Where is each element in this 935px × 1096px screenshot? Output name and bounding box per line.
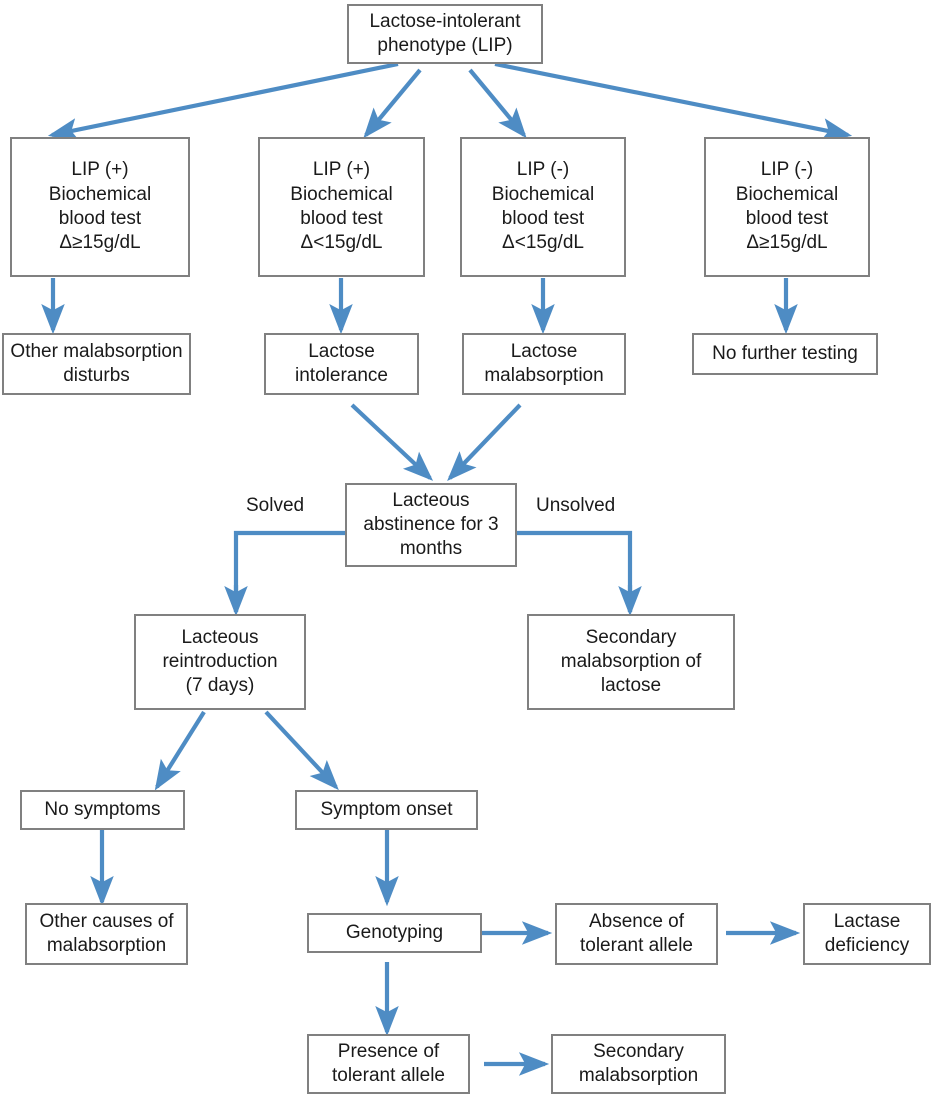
node-other-malabsorption-disturbs[interactable]: Other malabsorption disturbs	[2, 333, 191, 395]
node-lactose-malabsorption-label: Lactose malabsorption	[484, 340, 604, 386]
node-absence-of-tolerant-allele-label: Absence of tolerant allele	[579, 910, 694, 956]
node-no-further-testing[interactable]: No further testing	[692, 333, 878, 375]
node-lip-positive-high-label: LIP (+) Biochemical blood test Δ≥15g/dL	[48, 159, 152, 254]
node-no-symptoms-label: No symptoms	[44, 798, 161, 820]
node-absence-of-tolerant-allele[interactable]: Absence of tolerant allele	[555, 903, 718, 965]
node-root[interactable]: Lactose-intolerant phenotype (LIP)	[347, 4, 543, 64]
node-lacteous-reintroduction-label: Lacteous reintroduction (7 days)	[162, 626, 278, 697]
node-lactose-malabsorption[interactable]: Lactose malabsorption	[462, 333, 626, 395]
node-root-label: Lactose-intolerant phenotype (LIP)	[369, 10, 521, 56]
node-lip-negative-low[interactable]: LIP (-) Biochemical blood test Δ<15g/dL	[460, 137, 626, 277]
node-genotyping-label: Genotyping	[345, 921, 444, 943]
node-lip-negative-high-label: LIP (-) Biochemical blood test Δ≥15g/dL	[735, 159, 839, 254]
node-lactose-intolerance-label: Lactose intolerance	[295, 340, 388, 386]
node-lactose-intolerance[interactable]: Lactose intolerance	[264, 333, 419, 395]
node-secondary-malabsorption-of-lactose[interactable]: Secondary malabsorption of lactose	[527, 614, 735, 710]
node-lactase-deficiency[interactable]: Lactase deficiency	[803, 903, 931, 965]
node-secondary-malabsorption-label: Secondary malabsorption	[578, 1040, 699, 1086]
node-lactase-deficiency-label: Lactase deficiency	[824, 910, 910, 956]
node-lacteous-abstinence[interactable]: Lacteous abstinence for 3 months	[345, 483, 517, 567]
node-secondary-malabsorption[interactable]: Secondary malabsorption	[551, 1034, 726, 1094]
node-lacteous-abstinence-label: Lacteous abstinence for 3 months	[363, 489, 499, 560]
node-no-further-testing-label: No further testing	[712, 342, 858, 364]
edge-label-solved: Solved	[246, 495, 305, 516]
node-lip-positive-low-label: LIP (+) Biochemical blood test Δ<15g/dL	[290, 159, 393, 254]
edge-label-unsolved: Unsolved	[536, 495, 616, 516]
node-lacteous-reintroduction[interactable]: Lacteous reintroduction (7 days)	[134, 614, 306, 710]
node-other-causes-of-malabsorption[interactable]: Other causes of malabsorption	[25, 903, 188, 965]
node-genotyping[interactable]: Genotyping	[307, 913, 482, 953]
node-presence-of-tolerant-allele-label: Presence of tolerant allele	[331, 1040, 446, 1086]
node-no-symptoms[interactable]: No symptoms	[20, 790, 185, 830]
node-lip-negative-low-label: LIP (-) Biochemical blood test Δ<15g/dL	[491, 159, 595, 254]
node-presence-of-tolerant-allele[interactable]: Presence of tolerant allele	[307, 1034, 470, 1094]
node-lip-negative-high[interactable]: LIP (-) Biochemical blood test Δ≥15g/dL	[704, 137, 870, 277]
node-lip-positive-high[interactable]: LIP (+) Biochemical blood test Δ≥15g/dL	[10, 137, 190, 277]
node-secondary-malabsorption-of-lactose-label: Secondary malabsorption of lactose	[560, 626, 702, 697]
node-symptom-onset[interactable]: Symptom onset	[295, 790, 478, 830]
node-lip-positive-low[interactable]: LIP (+) Biochemical blood test Δ<15g/dL	[258, 137, 425, 277]
node-other-malabsorption-disturbs-label: Other malabsorption disturbs	[10, 340, 183, 386]
node-symptom-onset-label: Symptom onset	[320, 798, 453, 820]
node-other-causes-of-malabsorption-label: Other causes of malabsorption	[39, 910, 174, 956]
